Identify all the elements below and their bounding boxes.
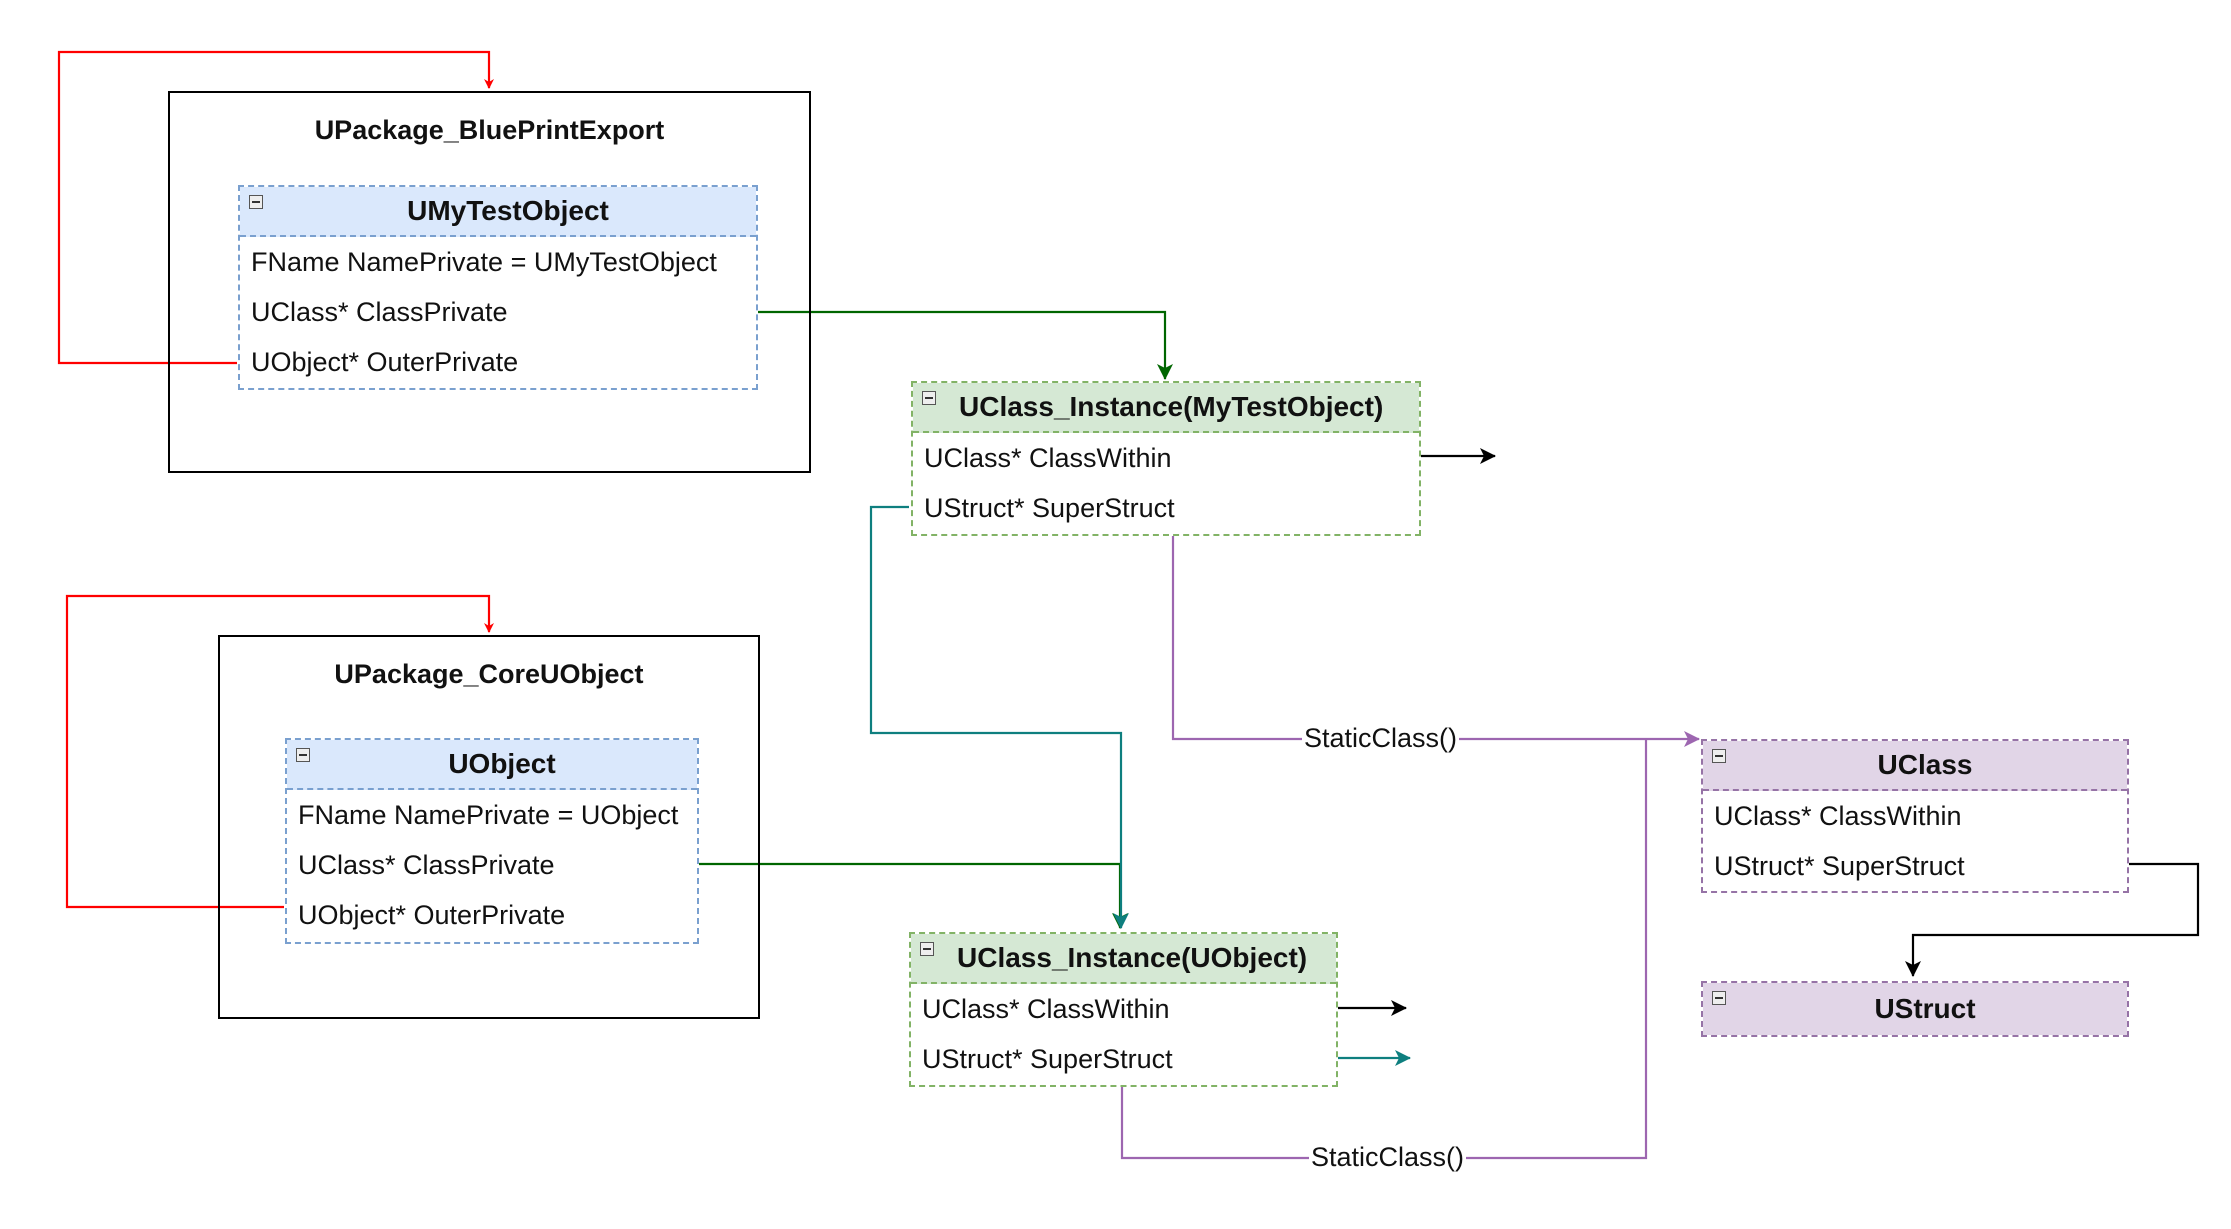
field-super-struct: UStruct* SuperStruct <box>1714 851 1965 881</box>
class-header: UObject <box>287 740 697 790</box>
field-class-within: UClass* ClassWithin <box>922 994 1170 1024</box>
class-uclass-instance-mytestobject[interactable]: UClass_Instance(MyTestObject) UClass* Cl… <box>911 381 1421 536</box>
class-header: UClass_Instance(MyTestObject) <box>913 383 1419 433</box>
field-name-private: FName NamePrivate = UMyTestObject <box>251 247 717 277</box>
class-ustruct[interactable]: UStruct <box>1701 981 2129 1037</box>
field-class-within: UClass* ClassWithin <box>1714 801 1962 831</box>
class-uclass-instance-uobject[interactable]: UClass_Instance(UObject) UClass* ClassWi… <box>909 932 1338 1087</box>
class-header: UStruct <box>1703 983 2127 1035</box>
field-class-private: UClass* ClassPrivate <box>251 297 508 327</box>
class-title: UMyTestObject <box>407 195 609 226</box>
class-umytestobject[interactable]: UMyTestObject FName NamePrivate = UMyTes… <box>238 185 758 390</box>
class-title: UClass <box>1877 749 1973 780</box>
field-outer-private: UObject* OuterPrivate <box>298 900 566 930</box>
static-class-label-bottom: StaticClass() <box>1309 1142 1467 1173</box>
class-private-edge-uobject <box>698 862 1128 929</box>
collapse-icon[interactable] <box>296 748 310 762</box>
collapse-icon[interactable] <box>249 195 263 209</box>
class-uobject[interactable]: UObject FName NamePrivate = UObject UCla… <box>285 738 699 944</box>
field-class-private: UClass* ClassPrivate <box>298 850 555 880</box>
field-super-struct: UStruct* SuperStruct <box>924 493 1175 523</box>
class-header: UMyTestObject <box>240 187 756 237</box>
field-outer-private: UObject* OuterPrivate <box>251 347 519 377</box>
field-super-struct: UStruct* SuperStruct <box>922 1044 1173 1074</box>
package-blueprint-export: UPackage_BluePrintExport <box>168 91 811 473</box>
package-title: UPackage_CoreUObject <box>334 659 644 689</box>
package-core-uobject: UPackage_CoreUObject <box>218 635 760 1019</box>
class-header: UClass <box>1703 741 2127 791</box>
outer-private-edge-blueprint <box>57 50 494 365</box>
field-name-private: FName NamePrivate = UObject <box>298 800 679 830</box>
outer-private-edge-core <box>65 594 494 909</box>
class-title: UStruct <box>1874 993 1976 1024</box>
static-class-edge-mytestobject <box>1171 535 1700 747</box>
class-private-edge-mytestobject <box>757 310 1173 380</box>
super-struct-edge-uclass <box>1905 862 2200 977</box>
class-title: UClass_Instance(MyTestObject) <box>959 391 1384 422</box>
class-title: UClass_Instance(UObject) <box>957 942 1308 973</box>
collapse-icon[interactable] <box>920 942 934 956</box>
class-uclass[interactable]: UClass UClass* ClassWithin UStruct* Supe… <box>1701 739 2129 893</box>
collapse-icon[interactable] <box>922 391 936 405</box>
class-header: UClass_Instance(UObject) <box>911 934 1336 984</box>
collapse-icon[interactable] <box>1712 991 1726 1005</box>
package-title: UPackage_BluePrintExport <box>314 115 665 145</box>
field-class-within: UClass* ClassWithin <box>924 443 1172 473</box>
static-class-label-top: StaticClass() <box>1302 723 1460 754</box>
super-struct-edge-mytestobject <box>869 505 1129 929</box>
class-title: UObject <box>448 748 556 779</box>
collapse-icon[interactable] <box>1712 749 1726 763</box>
